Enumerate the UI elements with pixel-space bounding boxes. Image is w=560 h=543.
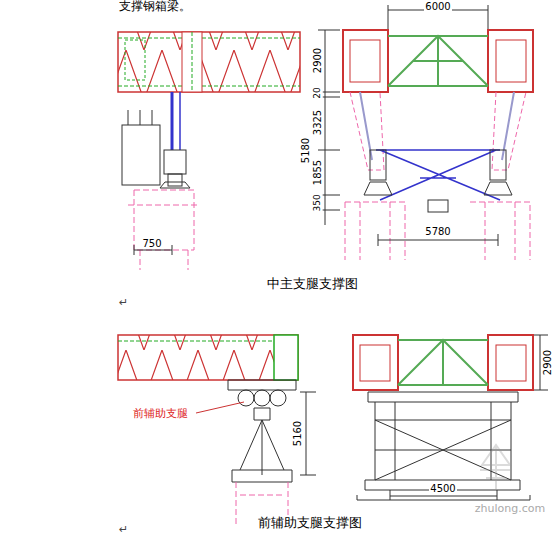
dimension: 350: [313, 193, 323, 212]
figure-caption: 中主支腿支撑图: [266, 277, 359, 291]
dimension: 5180: [300, 136, 311, 163]
main-leg-front-view: [318, 5, 533, 260]
paragraph-mark: ↵: [118, 524, 129, 536]
dimension: 2900: [312, 46, 323, 73]
dimension: 2900: [542, 348, 553, 375]
dimension: 5780: [424, 226, 451, 237]
watermark: zhulong.com: [474, 503, 546, 515]
figure-caption: 前辅助支腿支撑图: [257, 516, 363, 530]
front-leg-side-view: [118, 335, 316, 525]
dimension: 1855: [312, 158, 323, 185]
watermark-logo: [480, 445, 512, 490]
dimension: 20: [313, 86, 323, 99]
part-callout: 前辅助支腿: [132, 408, 189, 420]
note-text: 支撑钢箱梁。: [118, 0, 192, 13]
front-leg-front-view: [353, 335, 548, 500]
main-leg-side-view: [118, 32, 300, 270]
dimension: 6000: [424, 1, 451, 12]
dimension: 750: [141, 238, 162, 249]
paragraph-mark: ↵: [118, 297, 129, 309]
dimension: 4500: [429, 483, 456, 494]
dimension: 5160: [292, 419, 303, 446]
dimension: 3325: [312, 108, 323, 135]
